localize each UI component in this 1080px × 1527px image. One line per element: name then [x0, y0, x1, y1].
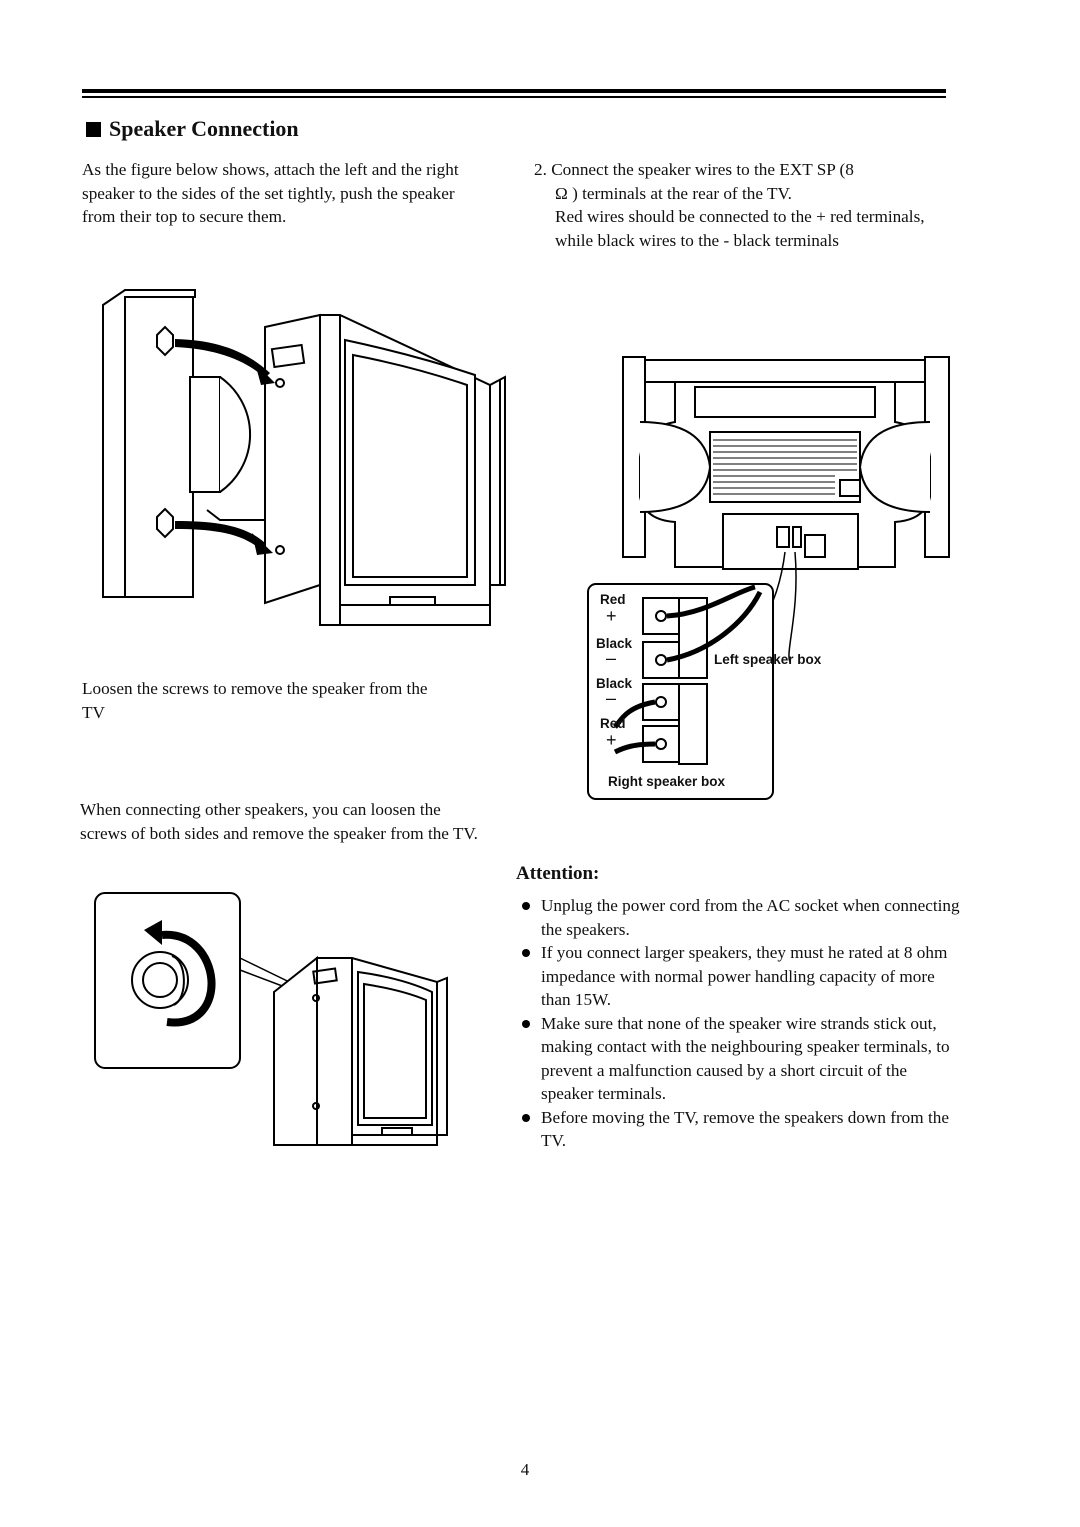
- list-item: Before moving the TV, remove the speaker…: [520, 1106, 960, 1153]
- step-2-paragraph: 2. Connect the speaker wires to the EXT …: [534, 158, 954, 252]
- header-rule-thin: [82, 96, 946, 98]
- attention-item-text: Before moving the TV, remove the speaker…: [541, 1107, 949, 1151]
- attention-list: Unplug the power cord from the AC socket…: [520, 894, 960, 1153]
- terminal-label-red-2: Red: [600, 716, 626, 731]
- attention-item-text: Make sure that none of the speaker wire …: [541, 1013, 950, 1104]
- bullet-dot-icon: [522, 1019, 530, 1028]
- list-item: If you connect larger speakers, they mus…: [520, 941, 960, 1012]
- list-item: Unplug the power cord from the AC socket…: [520, 894, 960, 941]
- step-2-line-3: Red wires should be connected to the + r…: [555, 207, 925, 250]
- terminal-plus-1: +: [606, 606, 617, 626]
- section-heading: Speaker Connection: [86, 116, 299, 142]
- page-number: 4: [520, 1460, 530, 1479]
- speaker-attach-illustration: [102, 289, 506, 626]
- bullet-dot-icon: [522, 1113, 530, 1122]
- loosen-caption: Loosen the screws to remove the speaker …: [82, 679, 428, 722]
- intro-paragraph: As the figure below shows, attach the le…: [82, 160, 459, 226]
- step-2-line-2: Ω ) terminals at the rear of the TV.: [555, 183, 792, 203]
- section-title: Speaker Connection: [109, 116, 299, 141]
- attention-item-text: Unplug the power cord from the AC socket…: [541, 896, 960, 939]
- terminal-plus-2: +: [606, 730, 617, 750]
- list-item: Make sure that none of the speaker wire …: [520, 1012, 960, 1106]
- terminal-minus-1: –: [606, 648, 617, 668]
- header-rule-thick: [82, 89, 946, 93]
- square-bullet-icon: [86, 121, 101, 137]
- terminal-minus-2: –: [606, 688, 617, 708]
- left-speaker-box-label: Left speaker box: [714, 652, 822, 667]
- right-speaker-box-label: Right speaker box: [608, 774, 726, 789]
- step-2-line-1: 2. Connect the speaker wires to the EXT …: [534, 160, 854, 179]
- bullet-dot-icon: [522, 949, 530, 957]
- other-speakers-caption: When connecting other speakers, you can …: [80, 800, 478, 843]
- terminal-label-red-1: Red: [600, 592, 626, 607]
- attention-heading: Attention:: [516, 863, 600, 884]
- tv-rear-terminal-illustration: [587, 356, 950, 800]
- screw-loosen-illustration: [94, 892, 448, 1146]
- bullet-dot-icon: [522, 902, 530, 910]
- attention-item-text: If you connect larger speakers, they mus…: [541, 943, 948, 1009]
- terminal-label-black-1: Black: [596, 636, 633, 651]
- terminal-label-black-2: Black: [596, 676, 633, 691]
